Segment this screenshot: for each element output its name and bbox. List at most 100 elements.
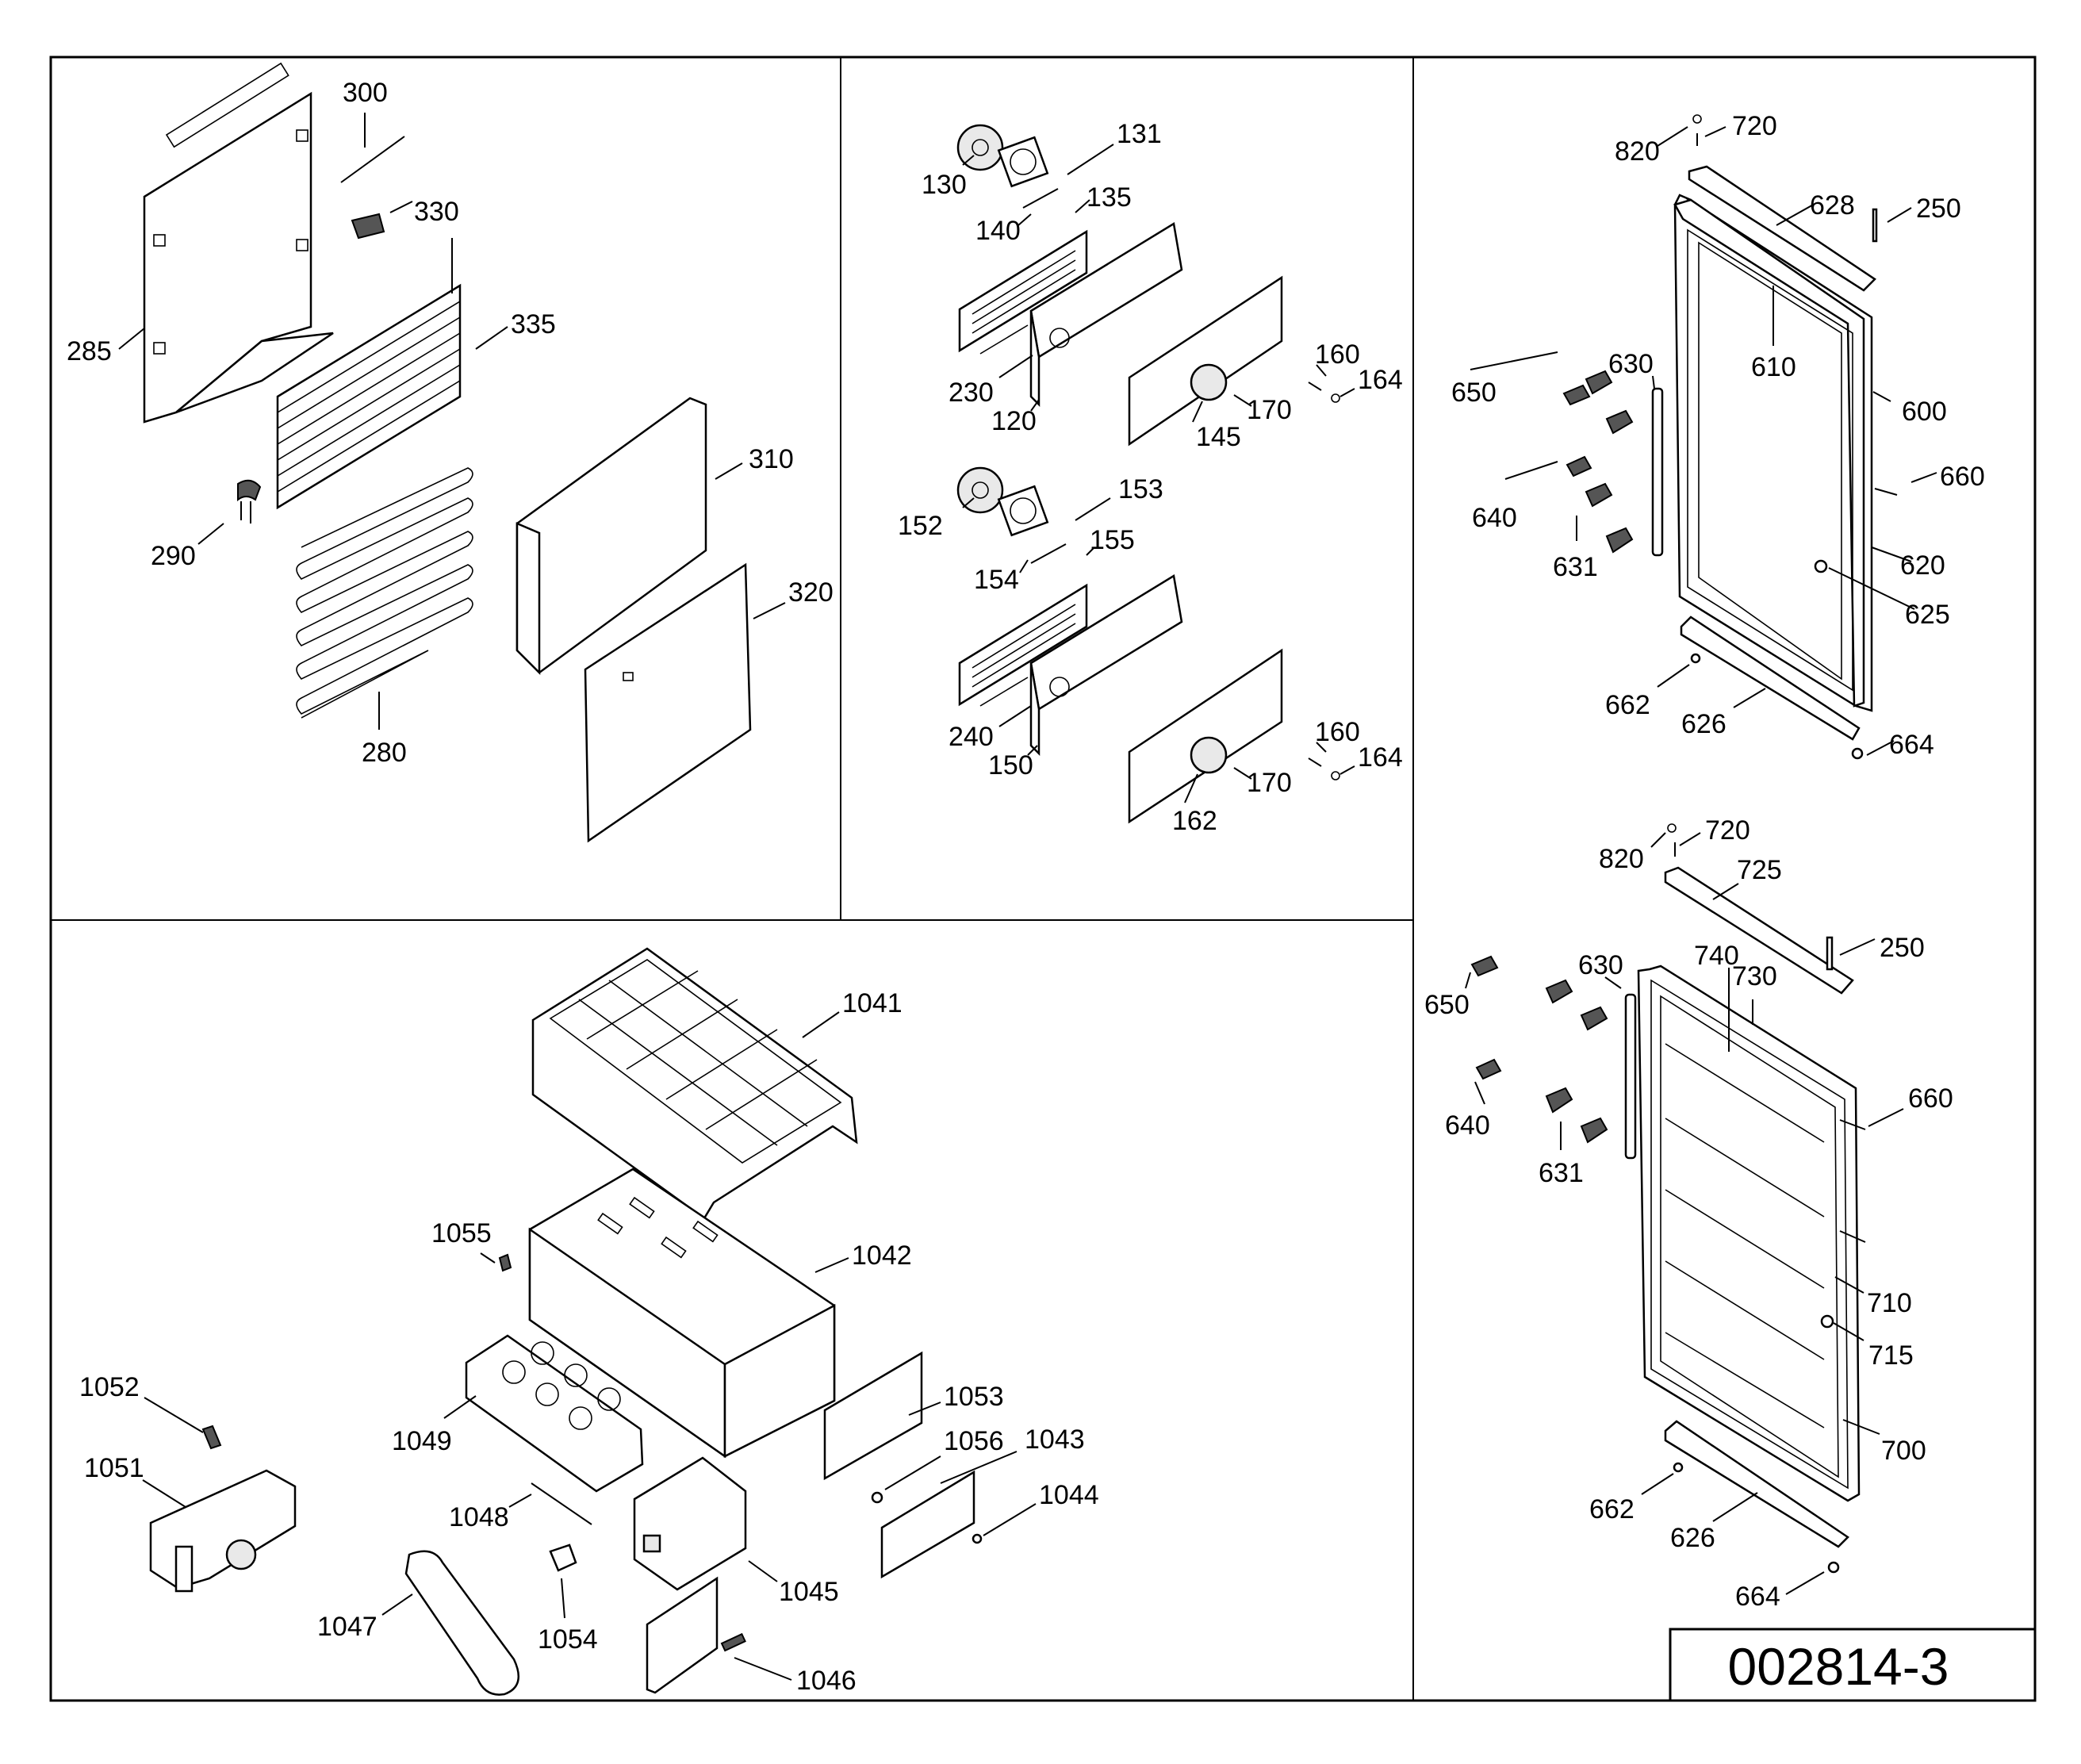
part-626-bottom-trim (1680, 615, 1861, 741)
panel5-leaders (142, 1011, 1037, 1681)
callout-600: 600 (1902, 397, 1947, 427)
callout-160-upper: 160 (1315, 339, 1360, 370)
callout-240: 240 (949, 722, 994, 752)
callout-135: 135 (1086, 182, 1132, 213)
callout-730: 730 (1732, 961, 1777, 991)
callout-1044: 1044 (1039, 1480, 1099, 1510)
callout-700: 700 (1881, 1436, 1926, 1466)
part-1044-screw (972, 1533, 983, 1544)
callout-290: 290 (151, 541, 196, 571)
part-660b-screw (1839, 1119, 1866, 1130)
callout-620: 620 (1900, 550, 1945, 581)
lower-door-panel-group: 820 720 725 250 650 630 740 730 640 660 … (1424, 815, 1953, 1612)
panel1-leaders (118, 113, 786, 730)
callout-1043: 1043 (1025, 1425, 1085, 1455)
part-1049-ice-mold (465, 1334, 644, 1493)
upper-door-panel-group: 820 720 628 250 610 650 630 600 640 660 … (1451, 111, 1985, 760)
part-320-panel (584, 562, 752, 843)
part-664b-screw (1827, 1561, 1840, 1574)
callout-1041: 1041 (842, 988, 903, 1018)
callout-164-upper: 164 (1358, 365, 1403, 395)
part-1055-screw (498, 1253, 512, 1272)
part-330-clip (351, 213, 385, 240)
part-1046-board (646, 1576, 746, 1694)
part-285-back-plate (143, 62, 334, 424)
callout-660-upper: 660 (1940, 462, 1985, 492)
part-1041-ice-tray-cover (531, 947, 858, 1220)
callout-145: 145 (1196, 422, 1241, 452)
part-630-handle (1651, 387, 1664, 557)
callout-720-lower: 720 (1705, 815, 1750, 846)
callout-162: 162 (1172, 806, 1217, 836)
callout-650-upper: 650 (1451, 378, 1497, 408)
part-650-cap (1562, 384, 1591, 406)
callout-664-lower: 664 (1735, 1582, 1780, 1612)
callout-170-lower: 170 (1247, 768, 1292, 798)
part-164-washer (1331, 393, 1340, 403)
part-1045-control-housing (633, 1456, 747, 1591)
part-250b-pin (1826, 936, 1834, 971)
callout-1042: 1042 (852, 1241, 912, 1271)
part-820b-cap (1667, 823, 1677, 833)
callout-1051: 1051 (84, 1453, 144, 1483)
callout-630-upper: 630 (1608, 349, 1654, 379)
part-140-gasket (997, 136, 1049, 188)
callout-300: 300 (343, 78, 388, 108)
callout-230: 230 (949, 378, 994, 408)
panel2-leaders (962, 144, 1355, 803)
part-170-motor (1190, 363, 1228, 401)
callout-131: 131 (1117, 119, 1162, 149)
part-662b-stop (1673, 1462, 1684, 1473)
drawing-code: 002814-3 (1728, 1637, 1949, 1696)
part-631-hinge (1585, 370, 1613, 395)
callout-710: 710 (1867, 1288, 1912, 1318)
part-700-freezer-door (1637, 964, 1861, 1502)
callout-155: 155 (1090, 525, 1135, 555)
callout-1052: 1052 (79, 1372, 140, 1402)
callout-250-lower: 250 (1880, 933, 1925, 963)
callout-250-upper: 250 (1916, 194, 1961, 224)
part-600-fridge-door (1673, 194, 1873, 712)
part-135-rod (1022, 188, 1059, 209)
callout-820-lower: 820 (1599, 844, 1644, 874)
part-1047-arm (404, 1550, 520, 1696)
callout-626-lower: 626 (1670, 1523, 1715, 1553)
door-shelf-lines (1665, 1043, 1825, 1428)
part-660-screw (1874, 488, 1898, 496)
callout-1048: 1048 (449, 1502, 509, 1532)
part-626b-bottom-trim (1664, 1420, 1849, 1548)
callout-631-lower: 631 (1539, 1158, 1584, 1188)
part-280-coil (296, 467, 473, 719)
callout-120: 120 (991, 406, 1037, 436)
panel3-leaders (1470, 126, 1937, 756)
callout-725: 725 (1737, 855, 1782, 885)
callout-662-lower: 662 (1589, 1494, 1635, 1524)
panel-frame: 002814-3 (49, 56, 2037, 1702)
part-662-stop (1690, 653, 1701, 664)
part-630b-handle (1624, 993, 1637, 1160)
callout-160-lower: 160 (1315, 717, 1360, 747)
part-820-cap (1692, 114, 1702, 124)
lower-fan-assembly (956, 466, 1340, 824)
part-335-condenser (276, 238, 462, 510)
part-155-rod (1030, 543, 1067, 564)
callout-1055: 1055 (431, 1218, 492, 1248)
callout-150: 150 (988, 750, 1033, 780)
panel4-leaders (1465, 832, 1904, 1595)
callout-715: 715 (1868, 1340, 1914, 1371)
callout-170-upper: 170 (1247, 395, 1292, 425)
callout-130: 130 (922, 170, 967, 200)
part-154-gasket (997, 485, 1049, 537)
part-1051-valve (149, 1469, 297, 1593)
part-310-cover (515, 397, 707, 676)
callout-610: 610 (1751, 352, 1796, 382)
callout-740: 740 (1694, 941, 1739, 971)
part-1056-screw (871, 1491, 883, 1504)
part-640b-cap (1475, 1058, 1502, 1080)
callout-140: 140 (975, 216, 1021, 246)
part-725-top-trim (1664, 866, 1854, 995)
part-664-screw (1851, 747, 1864, 760)
callout-1049: 1049 (392, 1426, 452, 1456)
